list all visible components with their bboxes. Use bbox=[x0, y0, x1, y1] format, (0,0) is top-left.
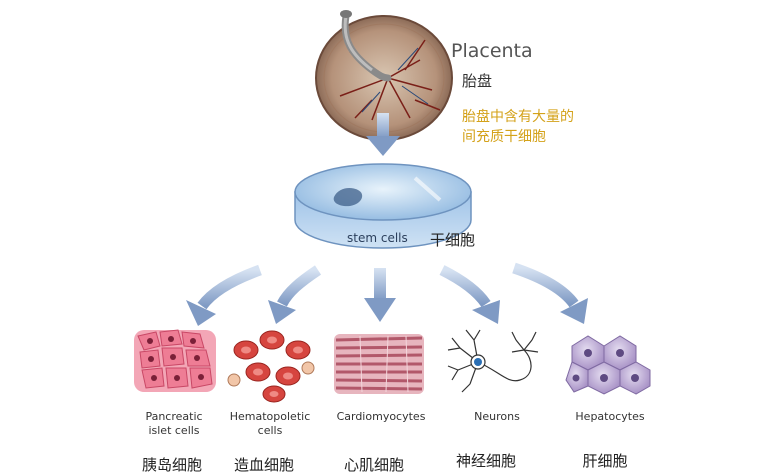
arrow-to-hepatocytes bbox=[512, 262, 588, 324]
petri-dish bbox=[294, 163, 472, 249]
cell-label-cn: 心肌细胞 bbox=[343, 456, 404, 474]
placenta-note-line1: 胎盘中含有大量的 bbox=[462, 109, 574, 125]
arrow-to-hematopoietic bbox=[268, 265, 322, 324]
cell-label-en: Pancreatic islet cells bbox=[126, 410, 222, 438]
cell-label-cn: 神经细胞 bbox=[455, 452, 516, 470]
cell-label-cn: 造血细胞 bbox=[233, 456, 294, 474]
placenta-label-cn: 胎盘 bbox=[462, 72, 493, 90]
cell-label-en: Cardiomyocytes bbox=[326, 410, 436, 424]
cell-label-en-line1: Cardiomyocytes bbox=[336, 410, 426, 423]
cell-label-en-line2: cells bbox=[257, 424, 283, 437]
arrow-to-neurons bbox=[439, 265, 500, 324]
cell-label-en-line1: Pancreatic bbox=[145, 410, 203, 423]
differentiation-arrows bbox=[186, 262, 588, 326]
arrow-placenta-to-dish bbox=[366, 113, 400, 156]
placenta-label-en: Placenta bbox=[451, 40, 533, 62]
pancreatic-islet-cells-illustration bbox=[134, 329, 216, 392]
placenta-illustration bbox=[315, 10, 453, 141]
hepatocytes-illustration bbox=[565, 335, 651, 395]
cell-label-en-line1: Hematopoletic bbox=[229, 410, 311, 423]
cell-label-en: Hematopoletic cells bbox=[218, 410, 322, 438]
cell-label-cn: 肝细胞 bbox=[582, 452, 628, 470]
cell-label-en-line1: Hepatocytes bbox=[575, 410, 645, 423]
stem-cells-label-cn: 干细胞 bbox=[430, 231, 476, 249]
hematopoietic-cells-illustration bbox=[227, 330, 315, 403]
cell-label-en: Hepatocytes bbox=[560, 410, 660, 424]
arrow-to-cardiomyocytes bbox=[364, 268, 396, 322]
neurons-illustration bbox=[447, 329, 539, 393]
stem-cells-label-en: stem cells bbox=[347, 231, 408, 245]
cell-label-en-line2: islet cells bbox=[148, 424, 200, 437]
cell-label-cn: 胰岛细胞 bbox=[141, 456, 202, 474]
cell-label-en-line1: Neurons bbox=[474, 410, 520, 423]
arrow-to-pancreatic bbox=[186, 264, 262, 326]
cell-label-en: Neurons bbox=[450, 410, 544, 424]
placenta-note-line2: 间充质干细胞 bbox=[462, 129, 546, 145]
cardiomyocytes-illustration bbox=[334, 334, 424, 394]
